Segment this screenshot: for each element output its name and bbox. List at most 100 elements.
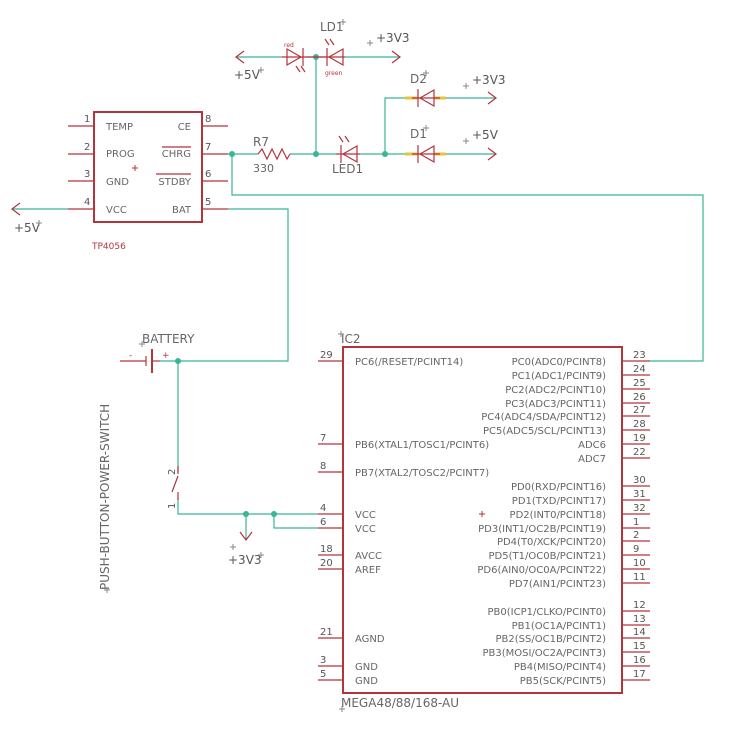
mcu-pin-label: PD1(TXD/PCINT17): [512, 496, 606, 507]
tp4056-pin-label: CHRG: [162, 149, 191, 160]
junction-dot: [313, 151, 319, 157]
mcu-pin-num: 17: [633, 669, 646, 680]
junction-dot: [243, 511, 249, 517]
switch-blade: [171, 475, 179, 493]
tp4056-pin-num: 8: [205, 114, 211, 125]
mcu-pin-label: PC2(ADC2/PCINT10): [505, 385, 606, 396]
origin-cross: [338, 331, 344, 337]
origin-cross: [258, 552, 264, 558]
tp4056-pin-num: 5: [205, 197, 211, 208]
mcu-name: IC2: [341, 332, 361, 346]
mcu-pin-label: PB2(SS/OC1B/PCINT2): [496, 634, 607, 645]
origin-cross: [367, 40, 373, 46]
mcu-pin-num: 8: [320, 461, 326, 472]
origin-cross: [36, 220, 42, 226]
mcu-pin-num: 25: [633, 378, 646, 389]
arrow-right-icon: [487, 147, 497, 161]
tp4056-pin-label: BAT: [172, 205, 192, 216]
mcu-pin-num: 5: [320, 669, 326, 680]
origin-cross: [139, 341, 145, 347]
mcu-pin-num: 24: [633, 364, 646, 375]
r7-value: 330: [253, 162, 274, 175]
mcu-pin-label: PC0(ADC0/PCINT8): [512, 357, 606, 368]
junction-dot: [229, 151, 235, 157]
net-label-bottom: +3V3: [228, 553, 262, 567]
mcu-pin-label: PB3(MOSI/OC2A/PCINT3): [482, 648, 606, 659]
mcu-pin-label: AVCC: [355, 551, 382, 562]
tp4056-pin-num: 4: [84, 197, 90, 208]
arrow-right-icon: [487, 91, 497, 105]
mcu-pin-num: 16: [633, 655, 646, 666]
tp4056-pin-num: 1: [84, 114, 90, 125]
wires: [12, 56, 704, 540]
mcu-pin-num: 21: [320, 627, 333, 638]
mcu-pin-label: PB0(ICP1/CLKO/PCINT0): [488, 607, 607, 618]
origin-cross: [339, 706, 345, 712]
origin-cross: [258, 67, 264, 73]
mcu-pin-num: 12: [633, 600, 646, 611]
mcu-pin-label: PB5(SCK/PCINT5): [520, 676, 606, 687]
wire-vcc6: [273, 514, 318, 529]
mcu-pin-num: 11: [633, 572, 646, 583]
mcu-pin-label: VCC: [355, 524, 376, 535]
net-label-d2: +3V3: [472, 73, 506, 87]
net-label-left: +5V: [14, 221, 41, 235]
mcu-pin-label: PC4(ADC4/SDA/PCINT12): [481, 412, 606, 423]
mcu-pin-num: 23: [633, 350, 646, 361]
mcu-pin-label: VCC: [355, 510, 376, 521]
arrow-down-icon: [239, 531, 253, 541]
mcu-value: MEGA48/88/168-AU: [341, 696, 459, 710]
junctions: [175, 54, 388, 517]
net-label-top-right: +3V3: [376, 31, 410, 45]
origin-cross: [463, 83, 469, 89]
mcu-pin-num: 30: [633, 475, 646, 486]
arrow-left-icon: [235, 50, 245, 64]
mcu-pin-label: PC1(ADC1/PCINT9): [512, 371, 606, 382]
mcu-pin-num: 13: [633, 614, 646, 625]
mcu-pin-label: PC5(ADC5/SCL/PCINT13): [483, 426, 606, 437]
arrow-left-icon: [11, 202, 21, 216]
mcu-pin-num: 18: [320, 544, 333, 555]
switch-name: PUSH-BUTTON-POWER-SWITCH: [98, 404, 112, 590]
mcu-pin-label: PD5(T1/OC0B/PCINT21): [489, 551, 607, 562]
origin-cross: [132, 165, 138, 171]
mcu-pin-num: 7: [320, 433, 326, 444]
tp4056-pin-label: TEMP: [105, 122, 133, 133]
push-button-switch: 2 1 PUSH-BUTTON-POWER-SWITCH: [98, 404, 179, 593]
mcu-pin-label: PD6(AIN0/OC0A/PCINT22): [477, 565, 606, 576]
junction-dot: [382, 151, 388, 157]
wire-chrg-pc0: [231, 154, 704, 362]
net-label-top-left: +5V: [234, 68, 261, 82]
wire-switch-vcc: [177, 498, 318, 515]
mcu-pin-num: 20: [320, 558, 333, 569]
mcu-pin-num: 6: [320, 517, 326, 528]
origin-cross: [423, 125, 429, 131]
junction-dot: [271, 511, 277, 517]
d1-name: D1: [410, 127, 427, 141]
tp4056-pin-label: GND: [106, 177, 129, 188]
origin-cross: [463, 138, 469, 144]
mcu-pin-num: 26: [633, 392, 646, 403]
mcu-pin-label: GND: [355, 662, 378, 673]
battery-plus: +: [162, 351, 170, 361]
wire-d2-branch: [384, 97, 405, 154]
mcu-pin-label: PC3(ADC3/PCINT11): [505, 399, 606, 410]
mcu-pin-num: 15: [633, 641, 646, 652]
origin-cross: [340, 19, 346, 25]
tp4056-pin-label: CE: [178, 122, 191, 133]
tp4056-pin-num: 7: [205, 142, 211, 153]
mcu-pin-label: PB7(XTAL2/TOSC2/PCINT7): [355, 468, 489, 479]
r7-name: R7: [253, 135, 269, 149]
origin-cross: [230, 544, 236, 550]
origin-cross: [479, 511, 485, 517]
led1-name: LED1: [332, 162, 363, 176]
mcu-pin-num: 9: [633, 544, 639, 555]
tp4056-pin-num: 6: [205, 169, 211, 180]
d2-name: D2: [410, 72, 427, 86]
mcu-left-pins: 29PC6(/RESET/PCINT14)7PB6(XTAL1/TOSC1/PC…: [318, 350, 489, 687]
mcu-ic2: IC2 MEGA48/88/168-AU 29PC6(/RESET/PCINT1…: [318, 331, 650, 712]
mcu-pin-label: ADC6: [578, 440, 606, 451]
mcu-pin-num: 31: [633, 489, 646, 500]
wire-bat-battery: [160, 208, 289, 362]
mcu-pin-label: AREF: [355, 565, 381, 576]
